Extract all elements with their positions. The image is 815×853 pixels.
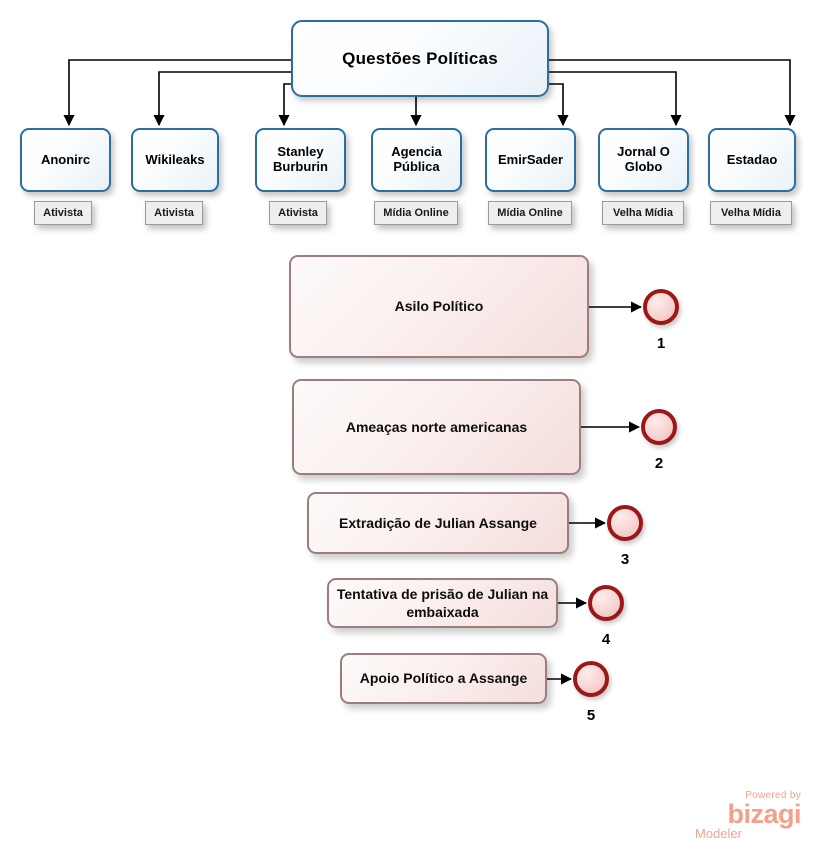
actor-node-label: EmirSader (497, 151, 564, 167)
actor-node-jornal-o-globo[interactable]: Jornal O Globo (598, 128, 689, 192)
actor-node-label: Stanley Burburin (273, 144, 328, 174)
actor-node-wikileaks[interactable]: Wikileaks (131, 128, 219, 192)
actor-tag-emirsader[interactable]: Mídia Online (488, 201, 572, 225)
actor-tag-label: Velha Mídia (721, 207, 781, 219)
end-event-3[interactable] (607, 505, 643, 541)
actor-tag-label: Ativista (43, 207, 83, 219)
actor-node-label: Estadao (726, 151, 778, 167)
actor-node-anonirc[interactable]: Anonirc (20, 128, 111, 192)
actor-tag-jornal-o-globo[interactable]: Velha Mídia (602, 201, 684, 225)
actor-tag-label: Mídia Online (383, 207, 449, 219)
topic-node-extradicao-de-julian-assange[interactable]: Extradição de Julian Assange (307, 492, 569, 554)
bizagi-watermark: Powered by bizagi Modeler (691, 790, 802, 843)
end-event-number-3: 3 (620, 551, 630, 568)
watermark-brand: bizagi (727, 799, 801, 829)
topic-node-tentativa-de-prisao[interactable]: Tentativa de prisão de Julian na embaixa… (327, 578, 558, 628)
topic-node-label: Extradição de Julian Assange (339, 514, 537, 531)
actor-tag-estadao[interactable]: Velha Mídia (710, 201, 792, 225)
end-event-number-1: 1 (656, 335, 666, 352)
actor-node-stanley-burburin[interactable]: Stanley Burburin (255, 128, 346, 192)
end-event-5[interactable] (573, 661, 609, 697)
end-event-number-5: 5 (586, 707, 596, 724)
actor-tag-stanley-burburin[interactable]: Ativista (269, 201, 327, 225)
end-event-4[interactable] (588, 585, 624, 621)
end-event-number-4: 4 (601, 631, 611, 648)
topic-node-label: Tentativa de prisão de Julian na embaixa… (336, 585, 549, 620)
root-node-questoes-politicas[interactable]: Questões Políticas (291, 20, 549, 97)
end-event-number-2: 2 (654, 455, 664, 472)
topic-node-ameacas-norte-americanas[interactable]: Ameaças norte americanas (292, 379, 581, 475)
actor-tag-wikileaks[interactable]: Ativista (145, 201, 203, 225)
actor-tag-agencia-publica[interactable]: Mídia Online (374, 201, 458, 225)
topic-node-asilo-politico[interactable]: Asilo Político (289, 255, 589, 358)
watermark-product: Modeler (695, 825, 742, 841)
end-event-1[interactable] (643, 289, 679, 325)
end-event-2[interactable] (641, 409, 677, 445)
actor-tag-anonirc[interactable]: Ativista (34, 201, 92, 225)
actor-node-label: Wikileaks (145, 151, 205, 167)
watermark-powered-by: Powered by (745, 790, 801, 801)
actor-tag-label: Mídia Online (497, 207, 563, 219)
actor-tag-label: Velha Mídia (613, 207, 673, 219)
actor-node-label: Jornal O Globo (617, 144, 670, 174)
actor-node-label: Anonirc (40, 151, 91, 167)
topic-node-label: Asilo Político (394, 298, 484, 315)
topic-node-label: Ameaças norte americanas (345, 418, 528, 435)
actor-node-label: Agencia Pública (391, 144, 442, 174)
actor-tag-label: Ativista (154, 207, 194, 219)
actor-tag-label: Ativista (278, 207, 318, 219)
topic-node-apoio-politico-a-assange[interactable]: Apoio Político a Assange (340, 653, 547, 704)
root-node-label: Questões Políticas (342, 48, 498, 68)
actor-node-estadao[interactable]: Estadao (708, 128, 796, 192)
actor-node-emirsader[interactable]: EmirSader (485, 128, 576, 192)
topic-node-label: Apoio Político a Assange (359, 670, 528, 687)
actor-node-agencia-publica[interactable]: Agencia Pública (371, 128, 462, 192)
